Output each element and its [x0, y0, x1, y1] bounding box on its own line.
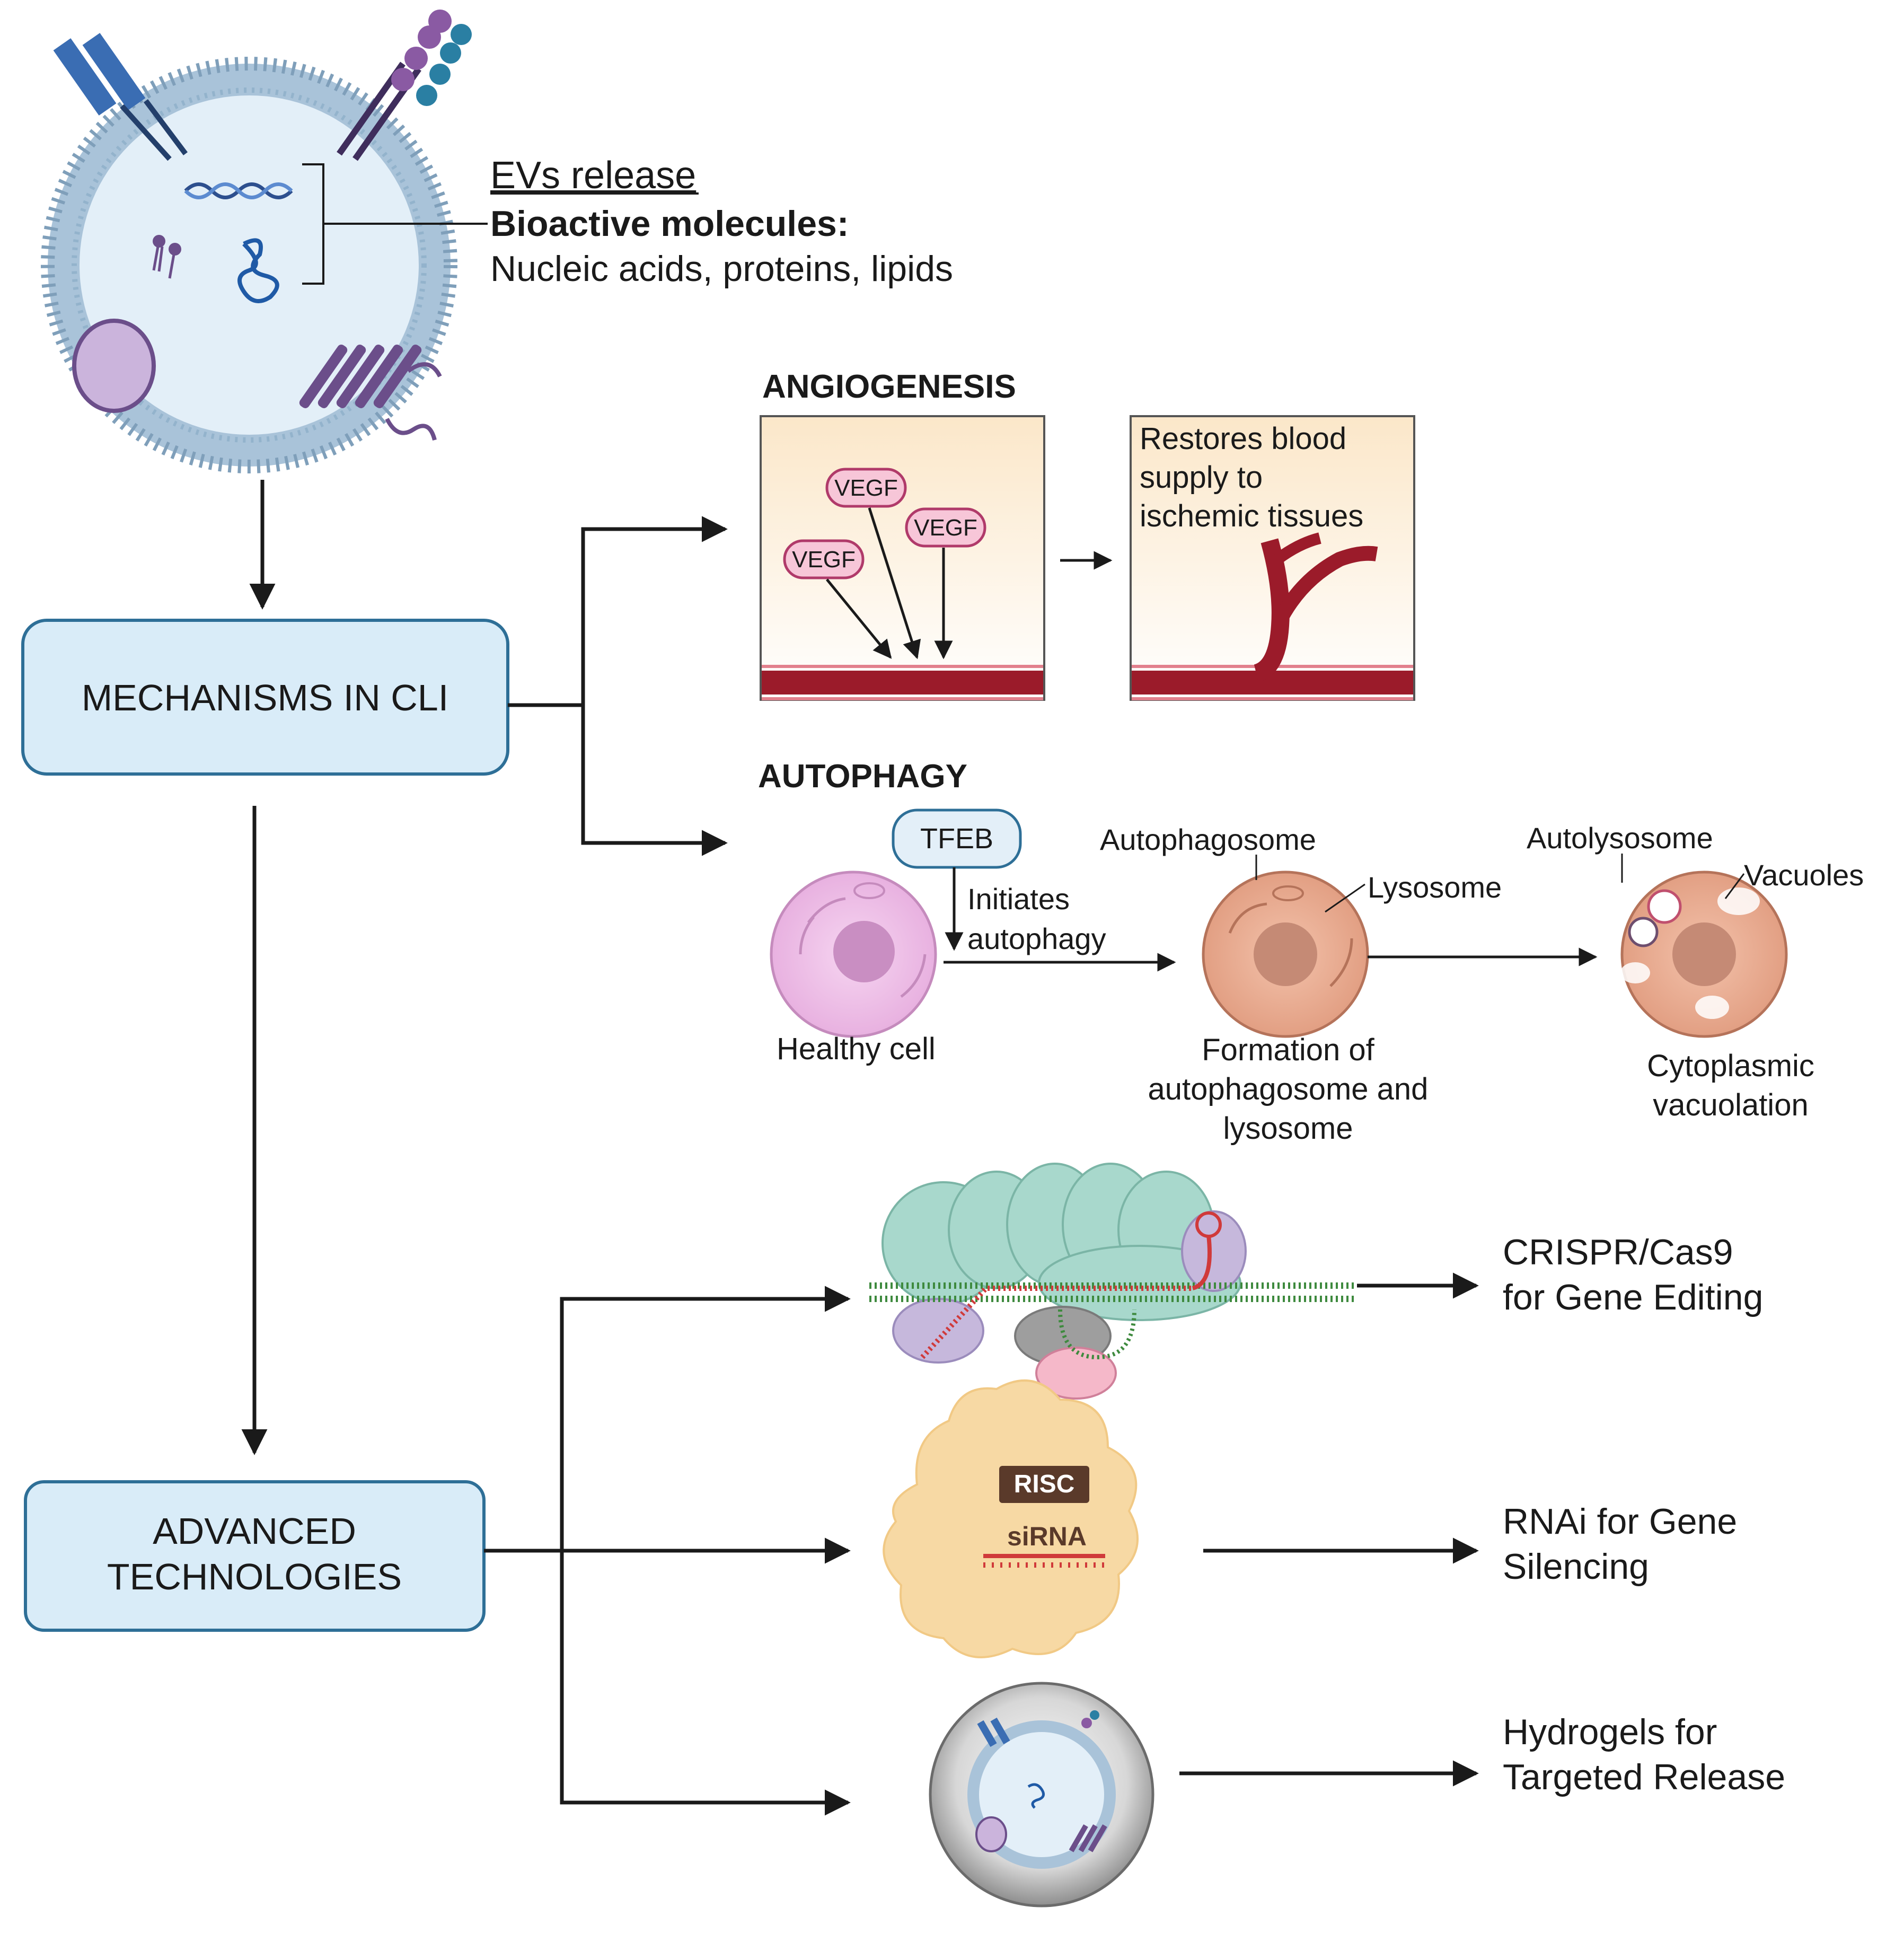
dna-icon: [184, 182, 293, 199]
angiogenesis-title: ANGIOGENESIS: [762, 368, 1016, 405]
formation-line2: autophagosome and: [1148, 1072, 1429, 1106]
vacuole: [1695, 996, 1729, 1019]
crispr-cas9-complex-illustration: [869, 1163, 1357, 1400]
advanced-label-line2: TECHNOLOGIES: [107, 1556, 402, 1597]
vegf-label: VEGF: [914, 515, 977, 541]
restores-line1: Restores blood: [1140, 421, 1346, 456]
blood-vessel: [762, 671, 1043, 695]
risc-label: RISC: [1014, 1470, 1075, 1498]
protein-domain: [1181, 1210, 1247, 1292]
vegf-molecule: VEGF: [905, 507, 986, 548]
extracellular-vesicle-illustration: [41, 10, 488, 473]
protein-domain: [892, 1298, 984, 1364]
tfeb-label: TFEB: [920, 823, 993, 855]
rnai-label-line1: RNAi for Gene: [1503, 1501, 1737, 1542]
vegf-arrow: [868, 507, 921, 660]
bioactive-molecules-label: Bioactive molecules:: [490, 204, 849, 244]
formation-line3: lysosome: [1223, 1111, 1353, 1146]
vegf-label: VEGF: [792, 547, 856, 573]
vegf-molecule: VEGF: [825, 468, 907, 508]
cargo-types-label: Nucleic acids, proteins, lipids: [490, 249, 953, 289]
vacuolated-cell: [1620, 871, 1788, 1038]
arrow-to-crispr: [484, 1286, 851, 1553]
advanced-label-line1: ADVANCED: [153, 1510, 356, 1552]
autolysosome-label: Autolysosome: [1527, 821, 1713, 855]
vacuole: [1620, 962, 1650, 983]
hydrogel-ev-illustration: [929, 1682, 1154, 1907]
healthy-cell: [770, 871, 937, 1038]
initiates-line2: autophagy: [967, 922, 1106, 955]
vegf-molecule: VEGF: [783, 539, 865, 579]
protein-icon: [237, 238, 279, 303]
ev-glycoprotein-icon: [337, 10, 472, 161]
lysosome-label: Lysosome: [1368, 871, 1502, 904]
new-vessel-branch: [1253, 538, 1290, 682]
vacuoles-label: Vacuoles: [1744, 858, 1864, 892]
risc-complex-illustration: RISC siRNA: [883, 1379, 1139, 1658]
arrow-to-autophagy: [581, 705, 728, 856]
blood-vessel: [1132, 671, 1413, 695]
autolysosome-icon: [1647, 889, 1682, 924]
lysosome-leader: [1325, 883, 1365, 913]
encapsulated-ev-lumen: [979, 1732, 1104, 1857]
autophagosome-cell: [1202, 871, 1369, 1038]
new-vessel-branch: [1272, 546, 1378, 627]
mechanisms-label: MECHANISMS IN CLI: [82, 677, 448, 718]
vegf-label: VEGF: [834, 475, 898, 501]
tfeb-protein: TFEB: [892, 808, 1022, 869]
advanced-technologies-box: ADVANCED TECHNOLOGIES: [24, 1480, 486, 1632]
lipid-icon: [152, 235, 181, 279]
autolysosome-icon: [1628, 917, 1659, 947]
vegf-arrow: [826, 578, 892, 659]
healthy-cell-label: Healthy cell: [777, 1032, 936, 1066]
vacuolation-line1: Cytoplasmic: [1647, 1049, 1814, 1083]
ev-membrane-protein-oval-icon: [72, 319, 156, 413]
autophagosome-label: Autophagosome: [1100, 823, 1316, 856]
formation-line1: Formation of: [1202, 1033, 1374, 1067]
ev-lipid-inner: [72, 87, 427, 443]
ev-release-label: EVs release: [490, 154, 696, 197]
autophagy-title: AUTOPHAGY: [758, 758, 967, 795]
hydrogel-label-line1: Hydrogels for: [1503, 1712, 1717, 1752]
sirna-label: siRNA: [1007, 1522, 1087, 1551]
arrow-to-hydrogel: [560, 1551, 851, 1816]
vacuoles-leader: [1724, 873, 1745, 899]
angiogenesis-vegf-panel: VEGF VEGF VEGF: [760, 415, 1045, 701]
new-vessel-branch: [1274, 532, 1321, 564]
crispr-label-line1: CRISPR/Cas9: [1503, 1232, 1733, 1272]
dna-loop: [1058, 1309, 1136, 1360]
ev-lipid-heads: [41, 57, 457, 473]
angiogenesis-result-panel: Restores blood supply to ischemic tissue…: [1130, 415, 1415, 701]
protein-domain: [1035, 1347, 1117, 1400]
initiates-line1: Initiates: [967, 882, 1070, 916]
restores-line3: ischemic tissues: [1140, 499, 1363, 533]
vacuolation-line2: vacuolation: [1653, 1088, 1808, 1122]
arrow-to-angiogenesis: [508, 516, 728, 707]
ev-receptor-blue-icon: [53, 33, 188, 161]
crispr-label-line2: for Gene Editing: [1503, 1277, 1763, 1317]
ev-lumen: [80, 95, 419, 435]
restores-line2: supply to: [1140, 460, 1263, 495]
rnai-label-line2: Silencing: [1503, 1546, 1649, 1587]
mechanisms-in-cli-box: MECHANISMS IN CLI: [21, 619, 509, 776]
hydrogel-label-line2: Targeted Release: [1503, 1757, 1785, 1797]
guide-rna-hairpin: [1192, 1235, 1212, 1290]
risc-badge: [999, 1466, 1089, 1503]
ev-transmembrane-protein-icon: [299, 345, 442, 441]
